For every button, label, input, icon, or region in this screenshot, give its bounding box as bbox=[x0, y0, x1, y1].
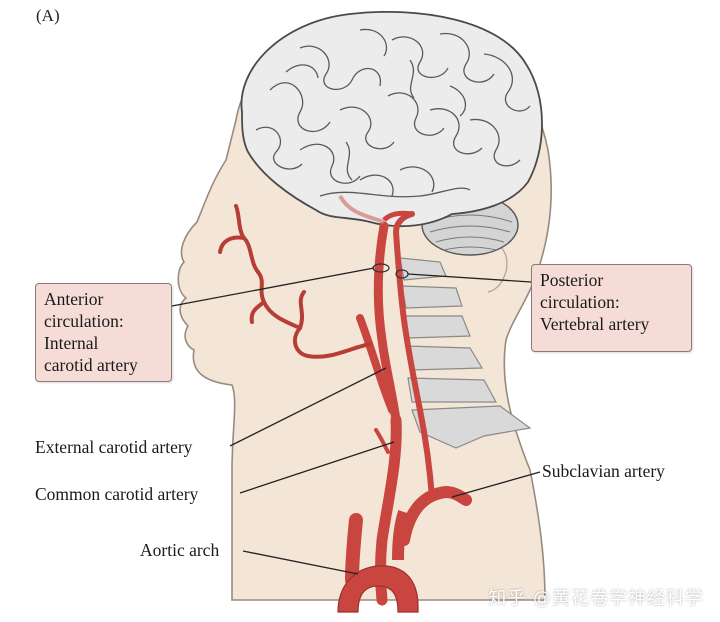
leader-posterior bbox=[407, 273, 532, 283]
facial-artery-branches bbox=[218, 204, 372, 359]
left-common-carotid-stub bbox=[345, 513, 363, 587]
callout-line: Internal bbox=[44, 333, 99, 353]
leader-aortic bbox=[242, 550, 359, 575]
leader-external bbox=[229, 367, 387, 447]
callout-posterior-circulation: Posterior circulation: Vertebral artery bbox=[531, 264, 692, 352]
superior-thyroid-artery bbox=[374, 428, 390, 454]
callout-line: Anterior bbox=[44, 289, 104, 309]
posterior-cerebral-artery bbox=[382, 210, 413, 222]
vertebral-artery bbox=[392, 211, 435, 501]
callout-line: Vertebral artery bbox=[540, 314, 650, 334]
leader-common bbox=[239, 441, 395, 494]
callout-anterior-circulation: Anterior circulation: Internal carotid a… bbox=[35, 283, 172, 382]
label-external-carotid: External carotid artery bbox=[35, 437, 193, 457]
middle-cerebral-artery-outline bbox=[338, 194, 385, 224]
leader-lines bbox=[171, 267, 541, 575]
subclavian-artery bbox=[398, 485, 472, 546]
brachiocephalic-trunk bbox=[392, 510, 410, 561]
external-carotid-artery bbox=[356, 314, 396, 414]
callout-line: circulation: bbox=[540, 292, 620, 312]
brain bbox=[240, 11, 543, 227]
callout-line: carotid artery bbox=[44, 355, 138, 375]
label-common-carotid: Common carotid artery bbox=[35, 484, 199, 504]
leader-subclavian bbox=[451, 471, 541, 498]
cerebellum-folia bbox=[427, 214, 513, 251]
label-subclavian: Subclavian artery bbox=[542, 461, 665, 481]
brain-gyri bbox=[255, 28, 531, 198]
watermark: 知乎 @黄花卷学神经科学 bbox=[488, 588, 704, 609]
callout-line: circulation: bbox=[44, 311, 124, 331]
label-aortic-arch: Aortic arch bbox=[140, 540, 220, 560]
panel-label: (A) bbox=[36, 6, 60, 25]
leader-anterior bbox=[171, 267, 375, 307]
cervical-vertebrae bbox=[399, 257, 532, 449]
aortic-arch bbox=[337, 565, 419, 613]
internal-carotid-artery bbox=[373, 221, 401, 425]
callout-line: Posterior bbox=[540, 270, 604, 290]
